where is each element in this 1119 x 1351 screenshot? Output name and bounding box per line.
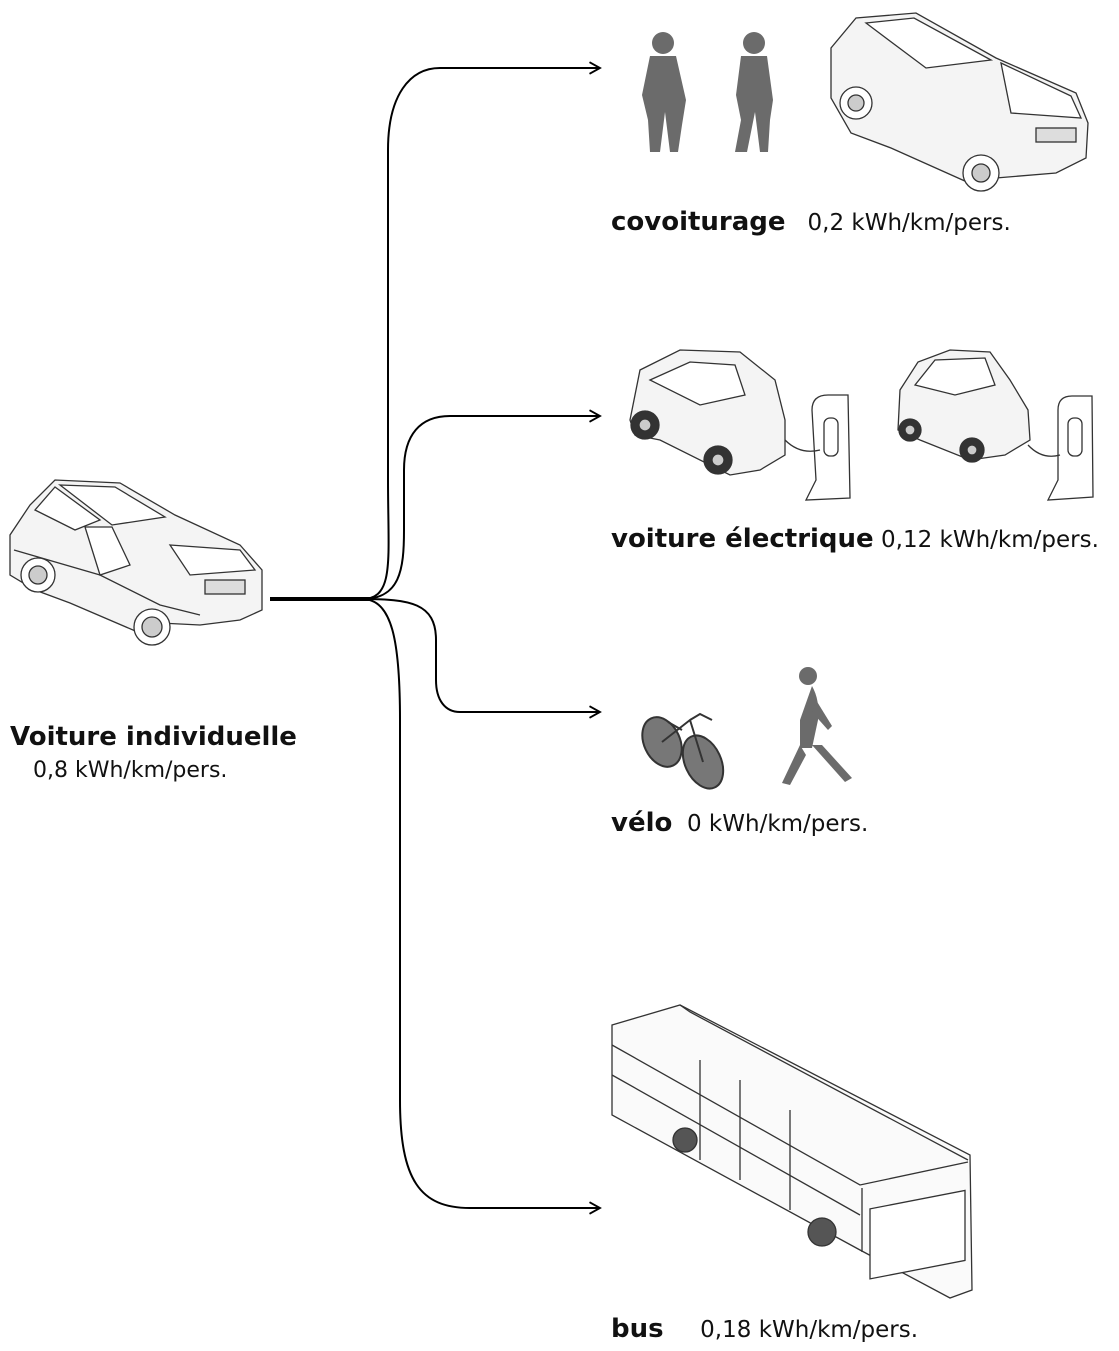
car-icon bbox=[9, 479, 263, 646]
source-value: 0,8 kWh/km/pers. bbox=[33, 758, 228, 783]
charging-station-icon bbox=[1027, 395, 1094, 501]
person-icon bbox=[642, 32, 773, 152]
option-velo: vélo 0 kWh/km/pers. bbox=[611, 808, 868, 839]
arrow-covoiturage bbox=[361, 61, 602, 600]
bus-icon bbox=[611, 1004, 973, 1299]
option-covoiturage: covoiturage 0,2 kWh/km/pers. bbox=[611, 207, 1011, 238]
option-value: 0,2 kWh/km/pers. bbox=[807, 210, 1011, 236]
option-name: vélo bbox=[611, 808, 673, 838]
walking-person-icon bbox=[782, 667, 852, 785]
electric-car-icon bbox=[897, 349, 1031, 463]
option-value: 0 kWh/km/pers. bbox=[686, 811, 869, 837]
option-name: voiture électrique bbox=[611, 524, 874, 554]
option-value: 0,18 kWh/km/pers. bbox=[700, 1317, 919, 1343]
bicycle-icon bbox=[641, 712, 725, 790]
arrow-bus bbox=[361, 598, 602, 1215]
charging-station-icon bbox=[784, 394, 851, 501]
option-bus: bus 0,18 kWh/km/pers. bbox=[611, 1314, 918, 1345]
option-name: bus bbox=[611, 1314, 664, 1344]
arrow-voiture-electrique bbox=[361, 409, 602, 600]
electric-car-icon bbox=[629, 349, 786, 476]
arrow-velo bbox=[361, 598, 602, 719]
car-icon bbox=[830, 12, 1089, 192]
option-name: covoiturage bbox=[611, 207, 786, 237]
option-value: 0,12 kWh/km/pers. bbox=[881, 527, 1099, 553]
source-name: Voiture individuelle bbox=[10, 722, 297, 752]
option-voiture-electrique: voiture électrique 0,12 kWh/km/pers. bbox=[611, 524, 1099, 555]
